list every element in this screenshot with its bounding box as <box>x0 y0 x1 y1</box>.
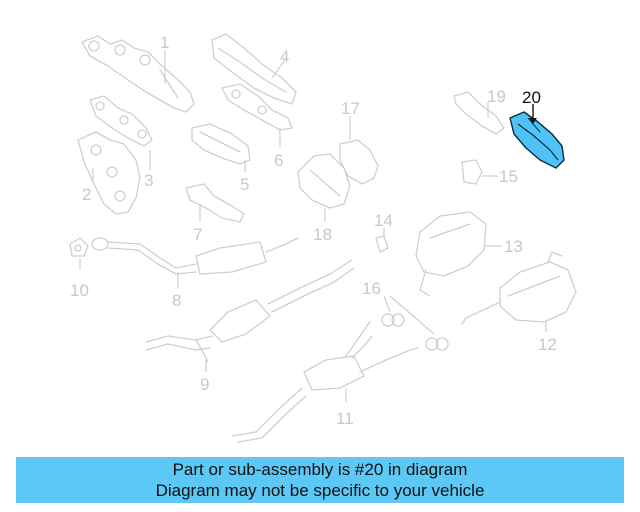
part-10-gasket <box>69 237 89 257</box>
part-4-heat-shield <box>211 33 297 105</box>
part-2-exhaust-manifold <box>77 131 141 215</box>
callout-6: 6 <box>274 151 283 170</box>
exhaust-parts-diagram: 1 2 3 4 6 5 7 <box>69 33 577 443</box>
callout-13: 13 <box>504 237 523 256</box>
part-6-gasket <box>221 83 293 131</box>
part-5-heat-shield <box>191 123 251 165</box>
callout-7: 7 <box>193 225 202 244</box>
callout-8: 8 <box>172 291 181 310</box>
part-3-gasket <box>89 95 153 147</box>
callout-3: 3 <box>144 171 153 190</box>
part-17-heat-shield <box>339 139 379 185</box>
callout-12: 12 <box>538 335 557 354</box>
part-20-heat-shield-highlighted[interactable] <box>509 111 565 169</box>
part-19-bracket <box>453 91 505 135</box>
callout-17: 17 <box>341 99 360 118</box>
callout-18: 18 <box>313 225 332 244</box>
part-11-center-pipe <box>231 321 419 443</box>
callout-5: 5 <box>240 175 249 194</box>
banner-line-2: Diagram may not be specific to your vehi… <box>155 481 485 500</box>
callout-9: 9 <box>200 375 209 394</box>
callout-4: 4 <box>280 47 289 66</box>
callout-20[interactable]: 20 <box>522 88 541 107</box>
part-13-muffler <box>415 211 487 297</box>
info-banner: Part or sub-assembly is #20 in diagram D… <box>16 457 624 503</box>
part-7-bracket <box>185 183 245 223</box>
part-8-front-pipe <box>91 237 299 275</box>
callout-15: 15 <box>499 167 518 186</box>
part-9-intermediate-pipe <box>145 259 355 363</box>
callout-19: 19 <box>487 87 506 106</box>
part-12-muffler <box>461 251 577 325</box>
callout-1: 1 <box>160 33 169 52</box>
part-1-exhaust-manifold <box>81 35 195 113</box>
part-16-clamps <box>381 313 449 351</box>
callout-16: 16 <box>362 279 381 298</box>
banner-line-1: Part or sub-assembly is #20 in diagram <box>172 460 468 479</box>
part-14-clip <box>375 235 389 253</box>
callout-2: 2 <box>82 185 91 204</box>
callout-11: 11 <box>336 409 354 428</box>
part-18-heat-shield <box>297 153 351 209</box>
part-15-hanger <box>461 159 483 185</box>
callout-14: 14 <box>374 211 393 230</box>
callout-10: 10 <box>70 281 89 300</box>
